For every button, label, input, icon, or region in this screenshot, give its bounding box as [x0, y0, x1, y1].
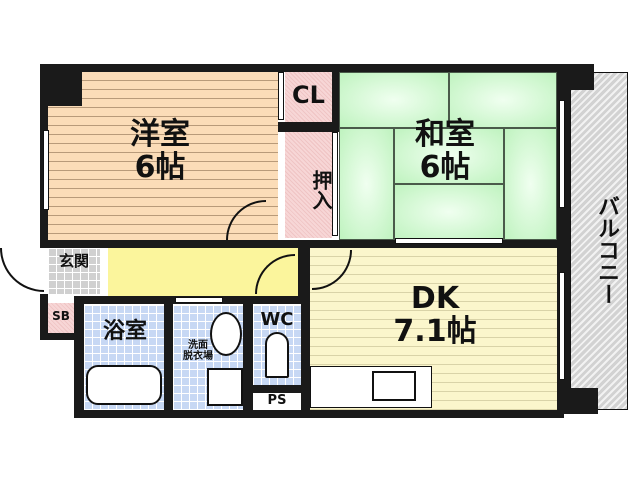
western-room [48, 72, 278, 240]
balcony-label: バルコニー [594, 195, 619, 305]
wall-bath-wash [164, 304, 173, 410]
oshiire [285, 132, 332, 238]
western-room-size: 6帖 [134, 150, 186, 185]
wall-hallway-dk [298, 248, 310, 296]
tatami-mat [449, 72, 557, 128]
western-room-name: 洋室 [130, 117, 190, 152]
toilet-label: WC [260, 309, 294, 330]
bathroom-label: 浴室 [102, 319, 147, 344]
entrance-label: 玄関 [58, 252, 89, 270]
wall-sb-bottom [40, 333, 80, 340]
tatami-mat [394, 128, 504, 184]
shoe-box-label: SB [52, 309, 70, 323]
washroom-label-line2: 脱衣場 [183, 351, 213, 362]
dk-name: DK [410, 281, 460, 316]
tatami-mat [339, 128, 394, 240]
wall-wash-wc [243, 296, 253, 410]
closet-door[interactable] [278, 72, 284, 120]
washroom-label: 洗面 脱衣場 [173, 340, 223, 362]
oshiire-label: 押入 [309, 170, 333, 210]
wall-balcony-top [560, 64, 594, 90]
wall-bottom [74, 410, 564, 418]
western-room-label: 洋室 6帖 [110, 118, 210, 184]
toilet [265, 332, 289, 378]
wall-wc-dk [301, 296, 310, 418]
entrance [48, 248, 100, 294]
japanese-room-name: 和室 [415, 117, 475, 152]
wall-wr-right [332, 64, 339, 132]
balcony [570, 72, 628, 410]
dk-label: DK 7.1帖 [370, 282, 500, 348]
japanese-room-size: 6帖 [419, 150, 471, 185]
washroom-label-line1: 洗面 [188, 340, 208, 351]
closet-label: CL [292, 81, 325, 109]
washroom-window[interactable] [175, 297, 223, 303]
tatami-mat [504, 128, 557, 240]
wall-bath-left [74, 296, 84, 416]
shoe-box [48, 303, 74, 333]
pipe-space-label: PS [267, 393, 287, 408]
western-room-window[interactable] [43, 130, 49, 210]
wall-balcony-bottom [560, 388, 598, 414]
tatami-mat [339, 72, 449, 128]
bathtub [86, 365, 162, 405]
japanese-room [339, 72, 557, 240]
closet [285, 72, 332, 122]
entrance-door[interactable] [0, 248, 44, 292]
tatami-mat [394, 184, 504, 240]
dk-window-east[interactable] [559, 272, 565, 380]
oshiire-door[interactable] [332, 132, 338, 236]
wall-cl-divider [278, 122, 338, 132]
wall-mid-horizontal [40, 240, 558, 248]
japanese-room-window-south[interactable] [395, 238, 503, 244]
washing-machine-pan [207, 368, 243, 406]
wall-wc-ps [253, 385, 301, 393]
wall-top [40, 64, 570, 72]
japanese-room-window-east[interactable] [559, 100, 565, 208]
kitchen-sink [372, 371, 416, 401]
wall-corner-block [48, 72, 82, 106]
dk-size: 7.1帖 [393, 314, 477, 349]
wall-sb [40, 294, 48, 340]
pipe-space [253, 393, 301, 410]
japanese-room-label: 和室 6帖 [395, 118, 495, 184]
washbasin [210, 312, 242, 356]
